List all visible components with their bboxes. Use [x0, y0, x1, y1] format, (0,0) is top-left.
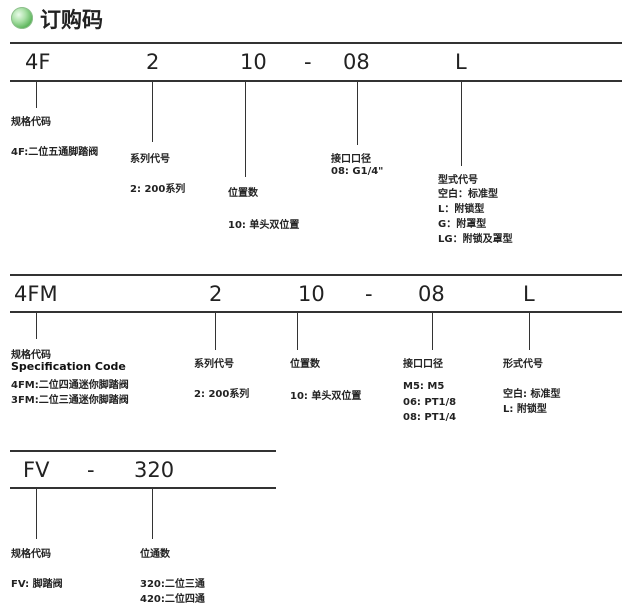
port-title: 接口口径: [331, 154, 371, 165]
top-rule: [10, 42, 622, 44]
position-value: 10: 单头双位置: [228, 220, 300, 231]
bottom-rule: [10, 80, 622, 82]
top-rule: [10, 274, 622, 276]
connector-line: [357, 82, 358, 145]
spec-title-en: Specification Code: [11, 360, 126, 373]
connector-line: [152, 82, 153, 142]
series-value: 2: 200系列: [194, 389, 250, 400]
code-spec: 4F: [25, 50, 51, 74]
series-value: 2: 200系列: [130, 184, 186, 195]
port-value: M5: M5: [403, 381, 445, 392]
connector-line: [245, 82, 246, 177]
position-value: 320:二位三通: [140, 579, 205, 590]
position-title: 位置数: [228, 188, 258, 199]
code-spec: 4FM: [14, 282, 58, 306]
connector-line: [432, 313, 433, 350]
spec-value: 4F:二位五通脚踏阀: [11, 147, 99, 158]
type-title: 形式代号: [503, 359, 543, 370]
code-position: 10: [240, 50, 267, 74]
series-title: 系列代号: [194, 359, 234, 370]
spec-title: 规格代码: [11, 117, 51, 128]
port-value: 08: G1/4": [331, 166, 384, 177]
port-title: 接口口径: [403, 359, 443, 370]
code-port: 08: [343, 50, 370, 74]
code-series: 2: [209, 282, 223, 306]
code-dash: -: [304, 50, 312, 74]
code-port: 08: [418, 282, 445, 306]
spec-title: 规格代码: [11, 549, 51, 560]
spec-value: 4FM:二位四通迷你脚踏阀: [11, 380, 129, 391]
connector-line: [152, 489, 153, 539]
position-value: 10: 单头双位置: [290, 391, 362, 402]
type-value: 空白：标准型: [438, 189, 498, 200]
bottom-rule: [10, 311, 622, 313]
connector-line: [215, 313, 216, 350]
connector-line: [461, 82, 462, 166]
code-type: L: [523, 282, 535, 306]
code-type: L: [455, 50, 467, 74]
title-bullet-icon: [11, 7, 33, 29]
page-title: 订购码: [40, 8, 103, 32]
connector-line: [36, 489, 37, 539]
port-value: 08: PT1/4: [403, 412, 457, 423]
code-position: 10: [298, 282, 325, 306]
position-title: 位置数: [290, 359, 320, 370]
code-dash: -: [87, 458, 95, 482]
code-dash: -: [365, 282, 373, 306]
connector-line: [36, 82, 37, 108]
type-value: L: 附锁型: [503, 404, 547, 415]
connector-line: [36, 313, 37, 339]
code-position: 320: [134, 458, 175, 482]
code-series: 2: [146, 50, 160, 74]
type-title: 型式代号: [438, 175, 478, 186]
type-value: LG：附锁及罩型: [438, 234, 513, 245]
connector-line: [297, 313, 298, 350]
code-spec: FV: [23, 458, 50, 482]
type-value: 空白: 标准型: [503, 389, 561, 400]
top-rule: [10, 450, 276, 452]
type-value: L：附锁型: [438, 204, 485, 215]
spec-title: 规格代码: [11, 350, 51, 361]
spec-value: FV: 脚踏阀: [11, 579, 63, 590]
connector-line: [529, 313, 530, 350]
position-title: 位通数: [140, 549, 170, 560]
spec-value: 3FM:二位三通迷你脚踏阀: [11, 395, 129, 406]
type-value: G：附罩型: [438, 219, 487, 230]
position-value: 420:二位四通: [140, 594, 205, 605]
port-value: 06: PT1/8: [403, 397, 457, 408]
series-title: 系列代号: [130, 154, 170, 165]
bottom-rule: [10, 487, 276, 489]
